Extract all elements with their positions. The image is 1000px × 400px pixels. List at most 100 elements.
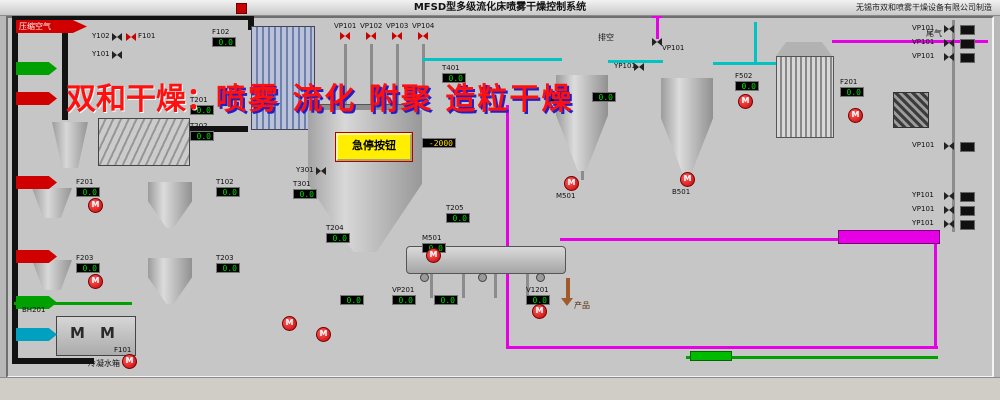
inlet-arrow-red (16, 176, 57, 189)
instrument-F201-right: F201 0.0 (840, 78, 864, 97)
valve-icon-right-2[interactable] (944, 39, 954, 47)
bed-wheel (536, 273, 545, 282)
condensate-tank (56, 316, 136, 356)
valve-status-box (960, 220, 975, 230)
instrument-value: 0.0 (442, 73, 466, 83)
pump-cyclone-2[interactable]: M (680, 172, 695, 187)
pump-M501-bed[interactable]: M (426, 248, 441, 263)
instrument-F502: F502 0.0 (735, 72, 759, 91)
valve-icon-YP101[interactable] (634, 63, 644, 71)
instrument-F102: F102 0.0 (212, 28, 236, 47)
gas-pipe (608, 60, 663, 63)
valve-icon-right-5[interactable] (944, 192, 954, 200)
instrument-tag: V1201 (526, 286, 549, 294)
valve-status-box (960, 192, 975, 202)
valve-icon-right-7[interactable] (944, 220, 954, 228)
agitator-motor-glyph: M (70, 324, 85, 342)
pump-feed-2[interactable]: M (88, 274, 103, 289)
instrument-tag: T203 (216, 254, 234, 262)
valve-icon-Y102[interactable] (112, 33, 122, 41)
instrument-tag: F102 (212, 28, 230, 36)
instrument-tag: F203 (76, 254, 94, 262)
manufacturer-label: 无锡市双和喷雾干燥设备有限公司制造 (856, 3, 992, 12)
valve-tag-right-3: VP101 (912, 52, 935, 60)
gas-pipe (754, 22, 757, 64)
bottom-bar (0, 377, 1000, 400)
instrument-value: 0.0 (76, 263, 100, 273)
bag-filter (251, 26, 315, 130)
valve-icon-VP101-top[interactable] (340, 32, 350, 40)
valve-tag-VP101-vent: VP101 (662, 44, 685, 52)
bed-drain-pipe (494, 272, 497, 298)
main-air-duct (12, 14, 254, 20)
pump-scrubber[interactable]: M (848, 108, 863, 123)
valve-icon-VP102[interactable] (366, 32, 376, 40)
main-air-duct (248, 14, 254, 30)
cip-pipe (506, 105, 509, 349)
valve-status-box (960, 53, 975, 63)
instrument-VP201: VP201 0.0 (392, 286, 416, 305)
cyclone-outlet (581, 170, 584, 180)
pump-cyclone-1[interactable]: M (564, 176, 579, 191)
pump-feed-1[interactable]: M (88, 198, 103, 213)
agitator-motor-glyph: M (100, 324, 115, 342)
instrument-value: 0.0 (216, 187, 240, 197)
condensate-tank-label: 冷凝水箱 (88, 359, 120, 368)
valve-status-box (960, 206, 975, 216)
pump-condensate[interactable]: M (122, 354, 137, 369)
valve-icon-F101[interactable] (126, 33, 136, 41)
cyclone-display: 0.0 (592, 92, 616, 102)
valve-icon-right-1[interactable] (944, 25, 954, 33)
instrument-value: 0.0 (190, 131, 214, 141)
inlet-arrow-green (16, 296, 57, 309)
instrument-value: 0.0 (190, 105, 214, 115)
instrument-tag: M501 (422, 234, 442, 242)
pump-bottom-1[interactable]: M (282, 316, 297, 331)
valve-icon-Y101[interactable] (112, 51, 122, 59)
tag-BH201: BH201 (22, 306, 46, 314)
instrument-value: 0.0 (392, 295, 416, 305)
pump-F502[interactable]: M (738, 94, 753, 109)
title-bar: MFSD型多级流化床喷雾干燥控制系统 无锡市双和喷雾干燥设备有限公司制造 (0, 0, 1000, 16)
valve-tag-F101: F101 (138, 32, 156, 40)
pump-V1201[interactable]: M (532, 304, 547, 319)
bed-display: 0.0 (434, 295, 458, 305)
pump-tag-B501: B501 (672, 188, 691, 196)
valve-icon-right-4[interactable] (944, 142, 954, 150)
valve-icon-Y301[interactable] (316, 167, 326, 175)
product-pipe (566, 278, 570, 298)
tail-gas-pipe (832, 40, 988, 43)
valve-tag-Y301: Y301 (296, 166, 314, 174)
gas-pipe (422, 58, 562, 61)
emergency-stop-button[interactable]: 急停按钮 (335, 132, 413, 162)
water-pipe (14, 302, 132, 305)
valve-tag-right-1: VP101 (912, 24, 935, 32)
valve-icon-VP103[interactable] (392, 32, 402, 40)
app-icon (236, 3, 247, 14)
valve-icon-right-6[interactable] (944, 206, 954, 214)
bed-wheel (478, 273, 487, 282)
instrument-F203: F203 0.0 (76, 254, 100, 273)
instrument-value: 0.0 (735, 81, 759, 91)
feed-pipe (344, 44, 347, 106)
instrument-value: 0.0 (212, 37, 236, 47)
bed-drain-pipe (526, 272, 529, 298)
valve-icon-right-3[interactable] (944, 53, 954, 61)
valve-tag-right-2: VP101 (912, 38, 935, 46)
exhaust-scrubber (776, 56, 834, 138)
valve-icon-VP104[interactable] (418, 32, 428, 40)
vent-pipe (656, 17, 659, 39)
valve-tag-right-7: YP101 (912, 219, 934, 227)
cip-pipe (560, 238, 838, 241)
pump-bottom-2[interactable]: M (316, 327, 331, 342)
instrument-value: 0.0 (216, 263, 240, 273)
gas-pipe (713, 62, 777, 65)
valve-icon-VP101-vent[interactable] (652, 38, 662, 46)
instrument-T401: T401 0.0 (442, 64, 466, 83)
compressed-air-arrow: 压缩空气 (16, 20, 87, 33)
vent-label: 排空 (598, 33, 614, 42)
exhaust-scrubber-top (776, 42, 832, 56)
water-pipe (686, 356, 938, 359)
page-title: MFSD型多级流化床喷雾干燥控制系统 (413, 2, 587, 13)
